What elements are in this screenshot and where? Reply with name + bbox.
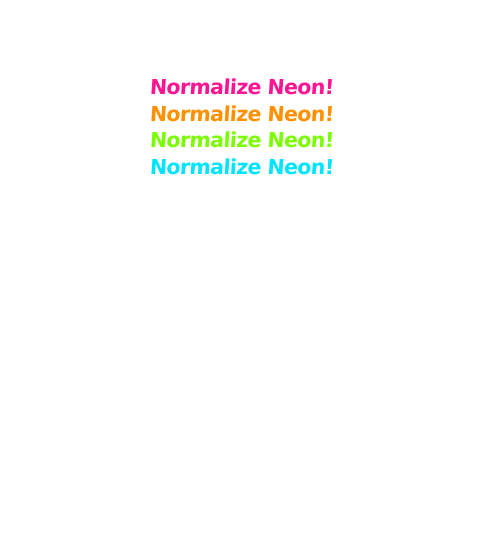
neon-line-green: Normalize Neon!: [149, 128, 335, 152]
neon-line-orange: Normalize Neon!: [149, 101, 335, 126]
neon-line-pink: Normalize Neon!: [149, 75, 335, 99]
neon-text-stack: Normalize Neon! Normalize Neon! Normaliz…: [149, 74, 335, 180]
neon-line-cyan: Normalize Neon!: [149, 154, 335, 179]
